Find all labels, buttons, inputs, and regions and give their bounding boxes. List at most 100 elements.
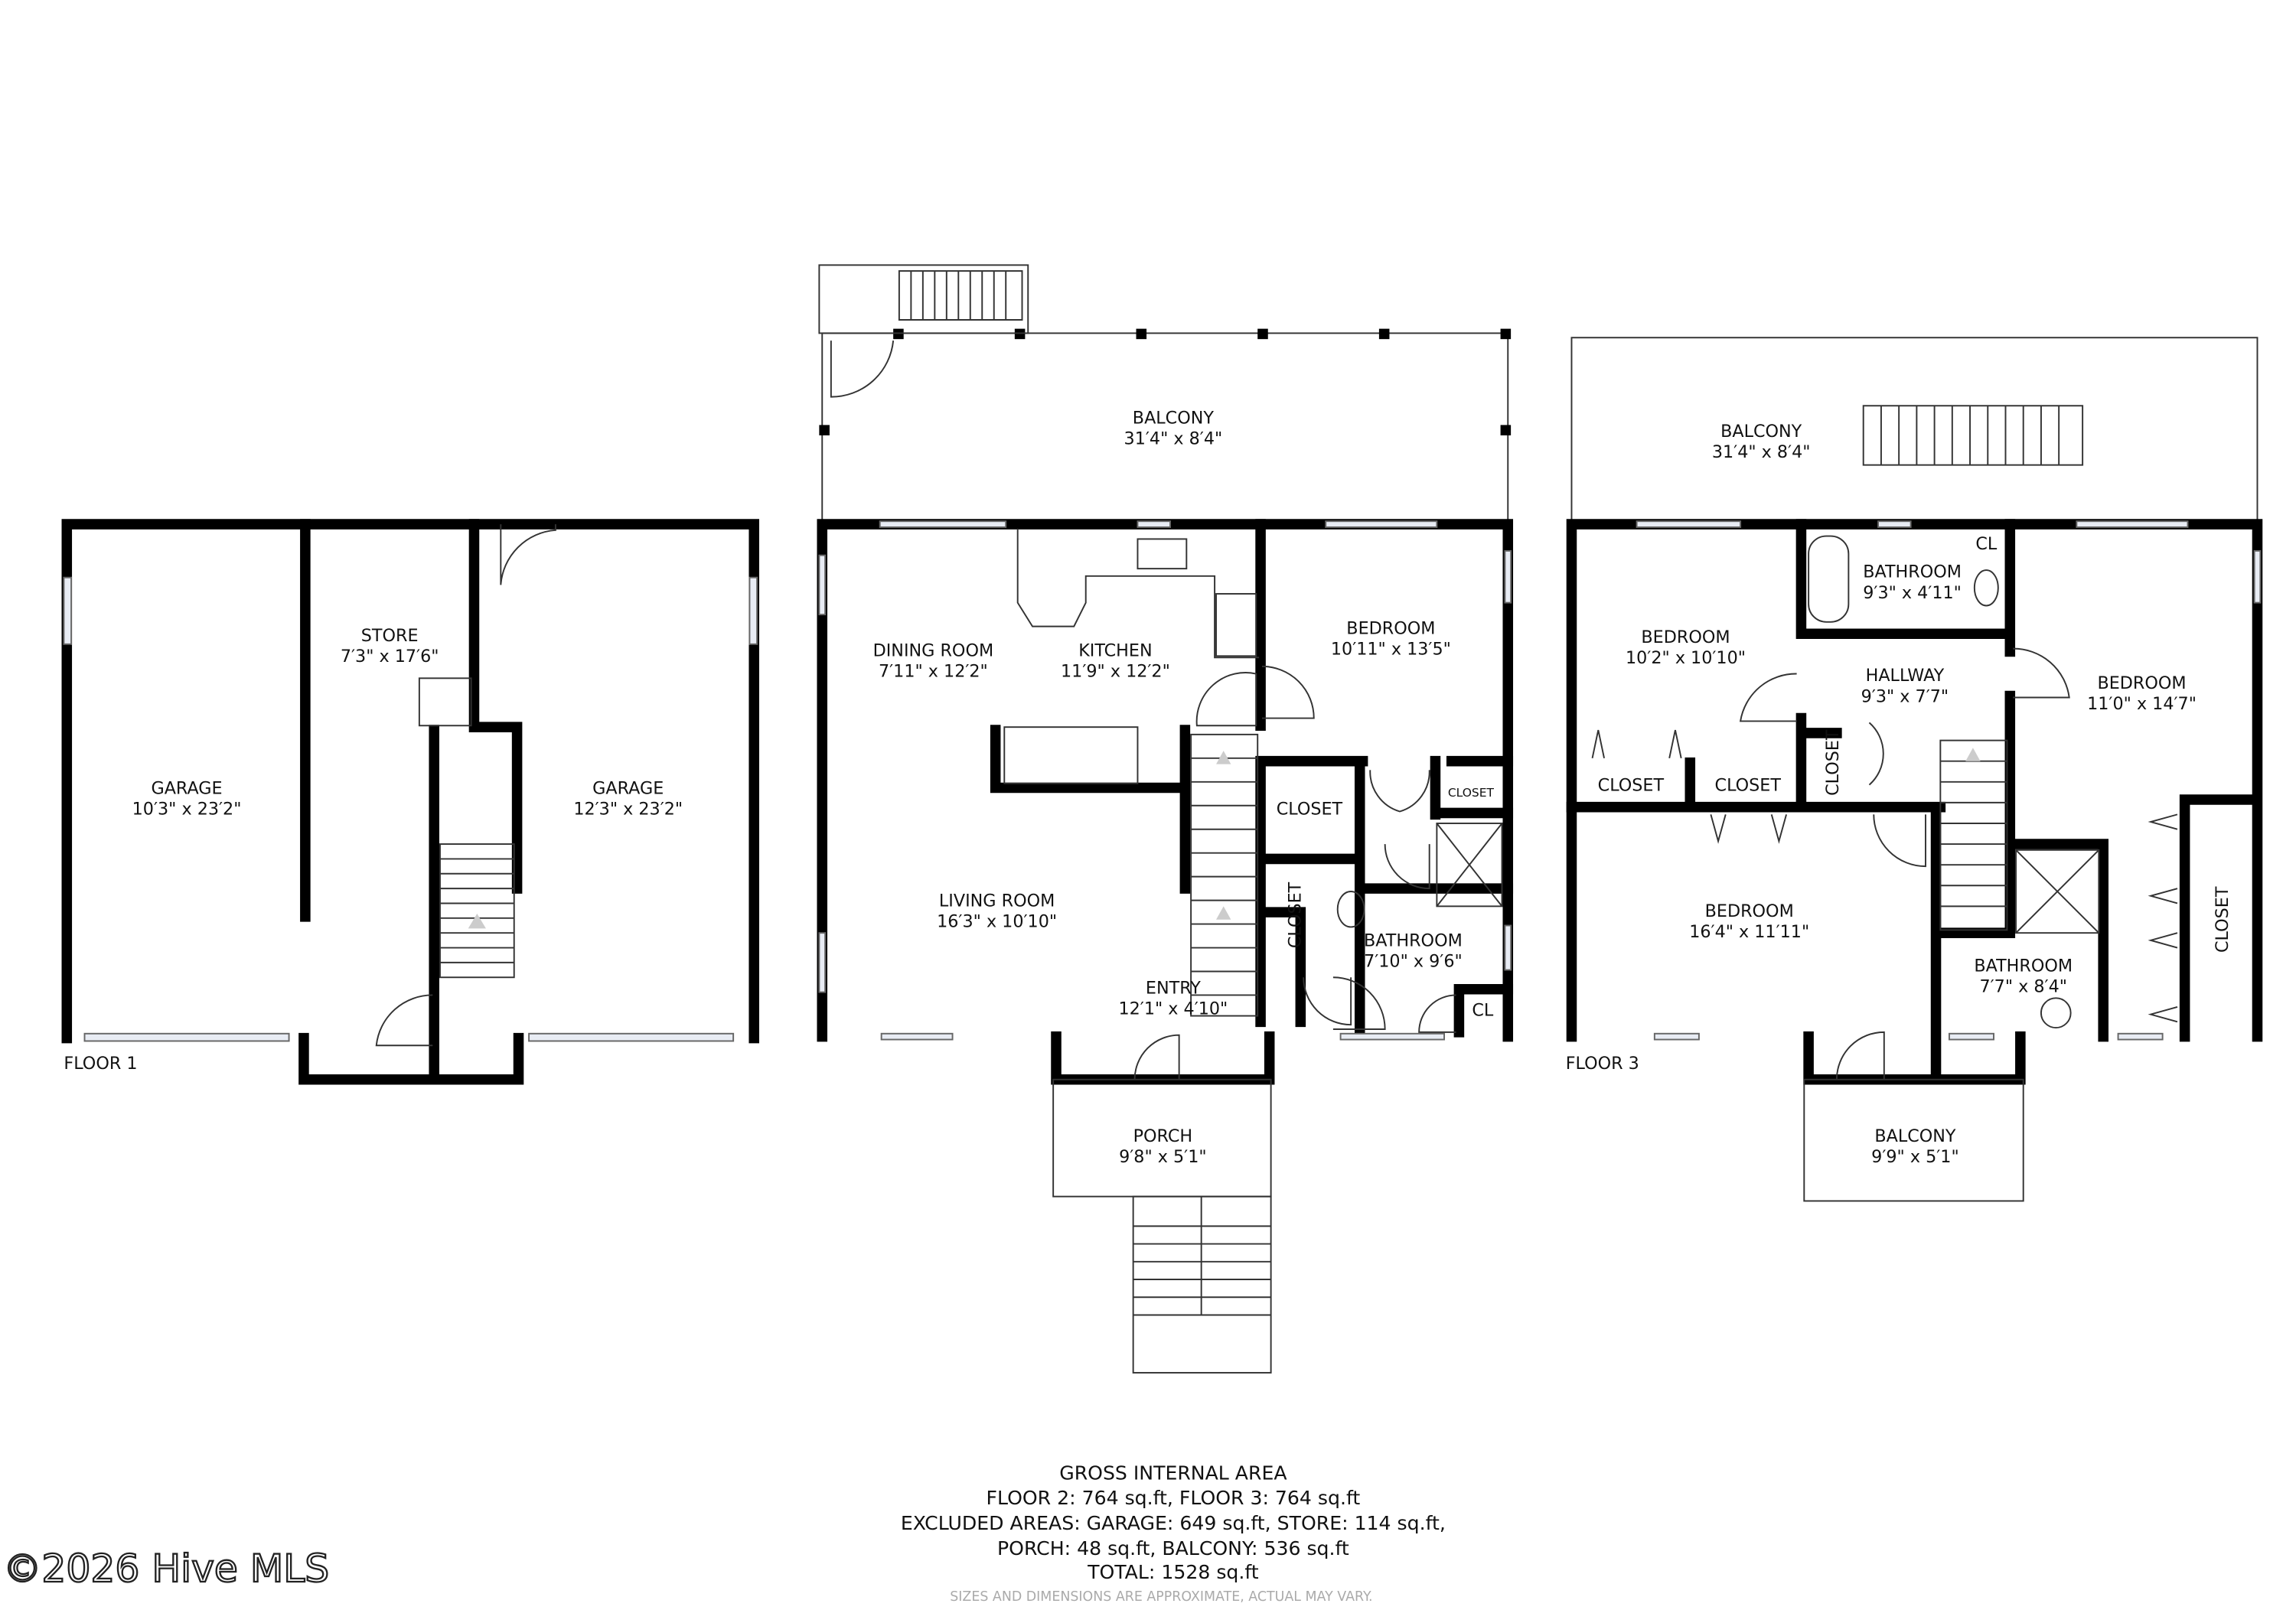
room-dims: 9′8" x 5′1" xyxy=(1119,1147,1207,1167)
watermark: ©2026 Hive MLS xyxy=(3,1546,329,1591)
room-name: PORCH xyxy=(1133,1126,1193,1146)
window xyxy=(1339,1032,1446,1041)
window xyxy=(2253,549,2262,604)
room-dims: 16′4" x 11′11" xyxy=(1689,922,1809,942)
room-name: BEDROOM xyxy=(2097,673,2186,693)
kitchen-island xyxy=(1003,726,1139,784)
door-swing xyxy=(1418,994,1456,1033)
interior-stairs xyxy=(1190,733,1259,1017)
window xyxy=(1325,520,1438,528)
door-swing xyxy=(375,994,433,1047)
stairs-up-arrow-icon xyxy=(468,914,486,929)
stairs-up-arrow-icon xyxy=(1216,906,1231,920)
room-name: BATHROOM xyxy=(1863,562,1962,582)
exterior-stairs-top xyxy=(818,264,1029,334)
stairs-up-arrow-icon xyxy=(1965,748,1981,761)
shower-x xyxy=(1436,823,1503,907)
room-name: LIVING ROOM xyxy=(939,891,1055,911)
room-name: BEDROOM xyxy=(1346,618,1435,638)
floor-2: BALCONY 31′4" x 8′4" DINING ROOM 7′11" x… xyxy=(817,264,1514,1374)
room-dims: 10′11" x 13′5" xyxy=(1331,639,1451,659)
window xyxy=(879,520,1007,528)
room-dims: 7′10" x 9′6" xyxy=(1364,952,1463,972)
window xyxy=(2117,1032,2164,1041)
room-dims: 7′3" x 17′6" xyxy=(341,647,439,666)
room-name: BATHROOM xyxy=(1974,957,2073,976)
bathroom-sink xyxy=(2040,997,2072,1029)
closet-label: CLOSET xyxy=(1285,882,1305,948)
shower xyxy=(2015,849,2100,934)
door-swing xyxy=(1873,814,1926,868)
summary-total: TOTAL: 1528 sq.ft xyxy=(1087,1561,1259,1583)
door-swing xyxy=(1133,1034,1180,1080)
bathroom-sink xyxy=(1336,891,1365,928)
door-swing xyxy=(1262,665,1315,719)
floor-1: GARAGE 10′3" x 23′2" STORE 7′3" x 17′6" … xyxy=(61,519,760,1085)
summary-line: PORCH: 48 sq.ft, BALCONY: 536 sq.ft xyxy=(997,1537,1349,1559)
door-swing xyxy=(2013,647,2070,699)
closet-label: CLOSET xyxy=(1448,786,1495,800)
window xyxy=(748,576,758,645)
summary-line: FLOOR 2: 764 sq.ft, FLOOR 3: 764 sq.ft xyxy=(987,1487,1361,1509)
window xyxy=(2076,520,2189,528)
door-swing xyxy=(1195,672,1257,727)
room-dims: 10′2" x 10′10" xyxy=(1626,648,1746,668)
summary-title: GROSS INTERNAL AREA xyxy=(1059,1462,1287,1484)
floor-label: FLOOR 3 xyxy=(1566,1054,1639,1074)
room-name: BALCONY xyxy=(1874,1126,1956,1146)
window xyxy=(818,932,827,993)
area-summary: GROSS INTERNAL AREA FLOOR 2: 764 sq.ft, … xyxy=(901,1462,1446,1605)
door-swing xyxy=(830,341,895,398)
floor-2-interior-walls xyxy=(990,519,1514,1038)
window xyxy=(818,554,827,616)
room-dims: 11′0" x 14′7" xyxy=(2087,694,2197,714)
closet-bifold-doors xyxy=(1591,729,1788,844)
floor-1-exterior-walls xyxy=(61,519,760,1085)
door-swing xyxy=(500,524,556,585)
room-name: ENTRY xyxy=(1146,979,1201,999)
room-name: STORE xyxy=(361,626,419,646)
closet-label: CLOSET xyxy=(2213,886,2232,953)
garage-door xyxy=(83,1032,290,1042)
balcony-outline xyxy=(1570,337,2258,526)
closet-door-swing xyxy=(1369,770,1430,813)
kitchen-sink xyxy=(1137,538,1188,570)
door-swing xyxy=(1303,977,1352,1026)
stairs-up-arrow-icon xyxy=(1216,751,1231,764)
closet-door-swing xyxy=(1868,722,1884,786)
closet-label: CLOSET xyxy=(1598,775,1665,795)
window xyxy=(1504,924,1512,971)
floor-label: FLOOR 1 xyxy=(64,1054,137,1074)
room-dims: 12′1" x 4′10" xyxy=(1118,999,1228,1019)
porch-stairs xyxy=(1132,1195,1272,1374)
room-dims: 11′9" x 12′2" xyxy=(1061,661,1170,681)
bathtub xyxy=(1808,535,1850,623)
disclaimer: SIZES AND DIMENSIONS ARE APPROXIMATE, AC… xyxy=(950,1589,1372,1605)
room-name: BATHROOM xyxy=(1364,931,1463,951)
fixture xyxy=(418,677,472,727)
room-name: KITCHEN xyxy=(1078,640,1152,660)
floor-1-interior-walls xyxy=(300,519,523,1085)
window xyxy=(63,576,73,645)
interior-stairs xyxy=(1939,739,2008,931)
room-name: DINING ROOM xyxy=(873,640,994,660)
closet-label: CLOSET xyxy=(1715,775,1782,795)
floor-3: BALCONY 31′4" x 8′4" BEDROOM 10′2" x 10′… xyxy=(1566,337,2263,1202)
room-name: BEDROOM xyxy=(1641,627,1730,647)
room-name: HALLWAY xyxy=(1866,666,1945,686)
room-dims: 7′11" x 12′2" xyxy=(879,661,988,681)
balcony-posts xyxy=(819,328,1512,435)
room-dims: 9′3" x 4′11" xyxy=(1863,583,1962,603)
window xyxy=(1137,520,1171,528)
window xyxy=(880,1032,954,1041)
window xyxy=(1948,1032,1994,1041)
room-dims: 9′3" x 7′7" xyxy=(1861,686,1949,706)
room-dims: 12′3" x 23′2" xyxy=(573,799,683,819)
room-dims: 10′3" x 23′2" xyxy=(132,799,242,819)
balcony-stairs xyxy=(1862,405,2084,466)
summary-line: EXCLUDED AREAS: GARAGE: 649 sq.ft, STORE… xyxy=(901,1512,1446,1534)
room-name: GARAGE xyxy=(592,778,664,798)
window xyxy=(1877,520,1912,528)
closet-bifold-doors xyxy=(2148,813,2178,1023)
room-dims: 9′9" x 5′1" xyxy=(1871,1147,1959,1167)
